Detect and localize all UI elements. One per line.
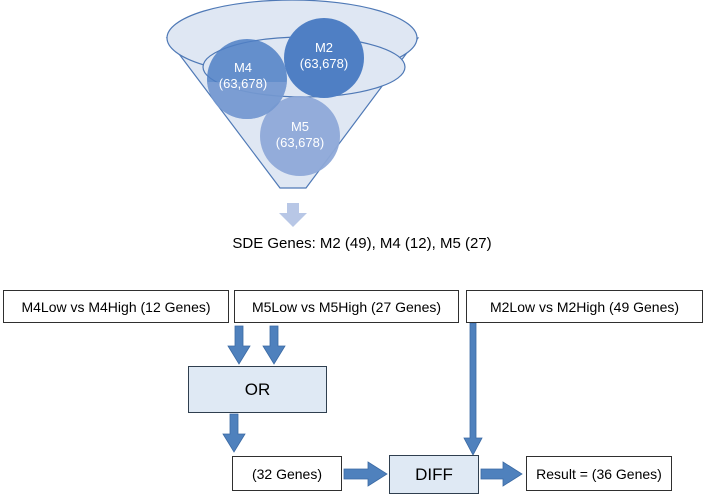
arrow-m2-to-diff xyxy=(463,322,483,456)
circle-m2 xyxy=(284,18,364,98)
circle-m2-count: (63,678) xyxy=(300,56,348,71)
funnel-down-arrow xyxy=(279,203,307,227)
circle-m4-lower xyxy=(207,82,287,119)
circle-m4-label: M4 xyxy=(234,60,252,75)
box-m2-comparison: M2Low vs M2High (49 Genes) xyxy=(466,290,703,323)
arrow-genes32-to-diff xyxy=(343,461,388,487)
arrow-or-to-genes32 xyxy=(222,413,246,453)
circle-m5-label: M5 xyxy=(291,119,309,134)
box-or: OR xyxy=(188,366,327,413)
box-32-genes: (32 Genes) xyxy=(232,456,342,491)
sde-genes-text: SDE Genes: M2 (49), M4 (12), M5 (27) xyxy=(232,235,492,252)
arrow-diff-to-result xyxy=(480,461,523,487)
circle-m2-label: M2 xyxy=(315,40,333,55)
box-diff: DIFF xyxy=(389,455,479,494)
box-result: Result = (36 Genes) xyxy=(526,456,672,491)
circle-m5 xyxy=(260,96,340,176)
circle-m5-count: (63,678) xyxy=(276,135,324,150)
box-m4-comparison: M4Low vs M4High (12 Genes) xyxy=(3,290,229,323)
arrow-m4-to-or xyxy=(227,325,251,365)
arrow-m5-to-or xyxy=(262,325,286,365)
circle-m4-count: (63,678) xyxy=(219,76,267,91)
box-m5-comparison: M5Low vs M5High (27 Genes) xyxy=(234,290,459,323)
